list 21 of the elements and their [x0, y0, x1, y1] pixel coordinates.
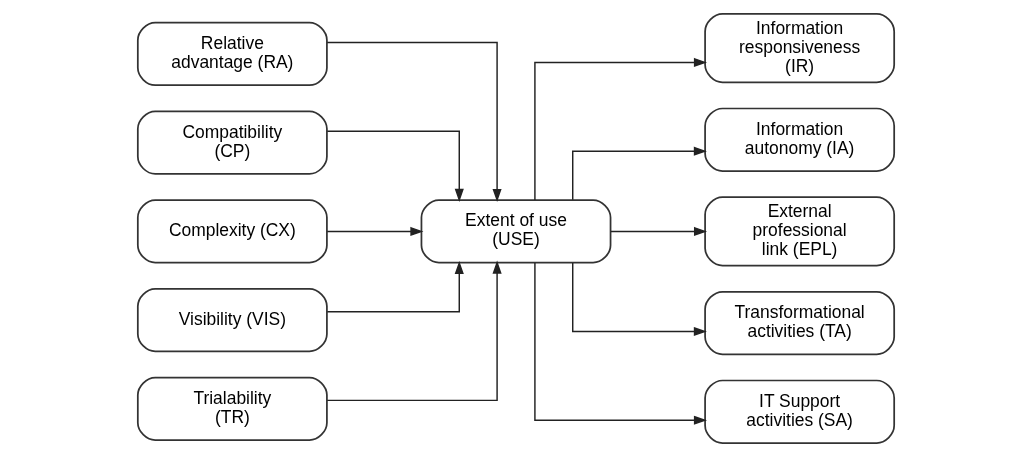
- arrow: [534, 57, 707, 201]
- arrow: [326, 130, 464, 202]
- arrow: [534, 262, 707, 425]
- arrow: [572, 262, 707, 337]
- arrow: [326, 260, 502, 402]
- node-box: Trialability (TR): [136, 376, 328, 441]
- node-box: Relative advantage (RA): [136, 21, 328, 87]
- node-box: Complexity (CX): [136, 199, 328, 264]
- arrow: [572, 146, 707, 201]
- arrow: [326, 41, 502, 202]
- arrow: [326, 260, 464, 313]
- node-box: Information autonomy (IA): [704, 107, 896, 172]
- arrow: [326, 226, 424, 236]
- node-box: External professional link (EPL): [704, 196, 896, 267]
- node-box: Compatibility (CP): [136, 110, 328, 175]
- arrow: [610, 226, 708, 236]
- node-box: Information responsiveness (IR): [704, 13, 896, 84]
- node-box: Transformational activities (TA): [704, 290, 896, 356]
- node-box: Extent of use (USE): [420, 199, 612, 264]
- node-box: IT Support activities (SA): [704, 379, 896, 444]
- node-box: Visibility (VIS): [136, 288, 328, 353]
